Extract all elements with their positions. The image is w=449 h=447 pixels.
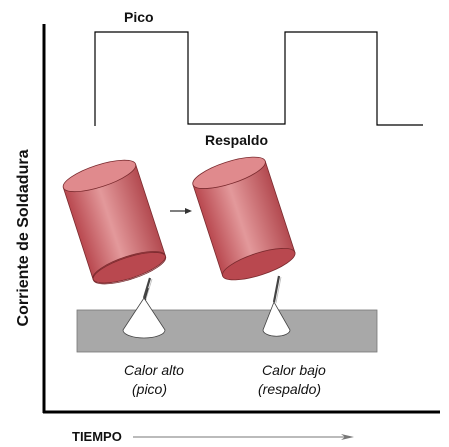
heat-high-label-line1: Calor alto — [124, 362, 184, 378]
arc-cone-low — [262, 301, 291, 337]
heat-high-label-line2: (pico) — [132, 381, 167, 397]
y-axis-label: Corriente de Soldadura — [15, 149, 32, 326]
base-plate — [76, 309, 378, 353]
torch-low-heat — [192, 156, 296, 337]
time-arrow — [133, 434, 354, 440]
x-axis-label: TIEMPO — [72, 429, 122, 444]
background-label: Respaldo — [205, 132, 268, 148]
heat-low-label-line2: (respaldo) — [258, 381, 321, 397]
torch-high-heat — [62, 159, 167, 339]
peak-label: Pico — [124, 9, 154, 25]
pulse-waveform — [94, 31, 423, 126]
transition-arrow — [170, 208, 192, 214]
arc-cone-high — [122, 297, 166, 339]
heat-low-label-line1: Calor bajo — [262, 362, 326, 378]
